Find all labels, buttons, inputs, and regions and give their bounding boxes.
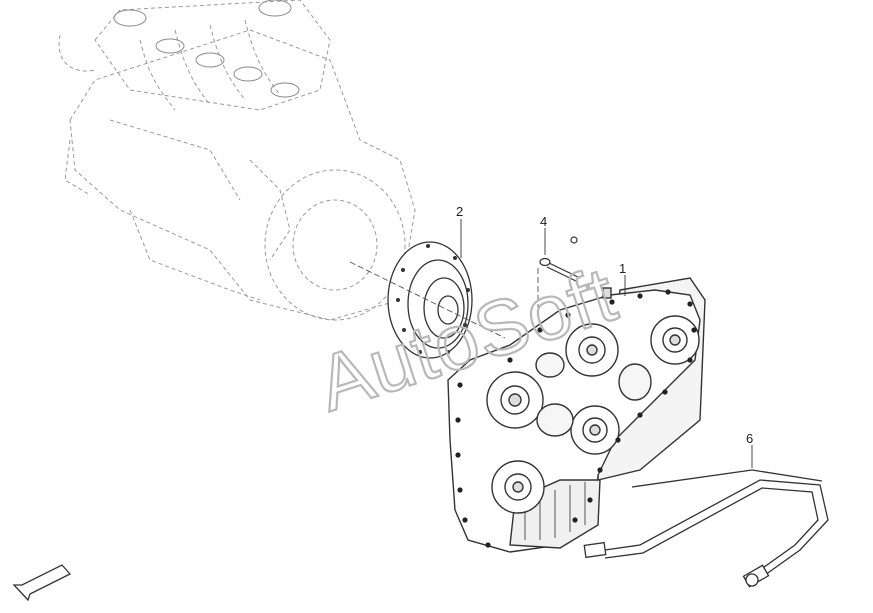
part-6-hydraulic-hose[interactable] [583, 469, 829, 588]
callout-4[interactable]: 4 [540, 214, 547, 229]
callout-1[interactable]: 1 [619, 261, 626, 276]
engine-ghost-outline [58, 0, 416, 321]
callout-leaders [460, 219, 753, 468]
assembly-guide-lines [349, 261, 539, 339]
part-1-gearbox-housing[interactable] [447, 277, 706, 553]
callout-6[interactable]: 6 [746, 431, 753, 446]
engine-cylinder-caps [113, 0, 300, 98]
direction-arrow-icon [12, 564, 72, 602]
callout-2[interactable]: 2 [456, 204, 463, 219]
part-4-stud-bolt[interactable] [539, 236, 581, 283]
